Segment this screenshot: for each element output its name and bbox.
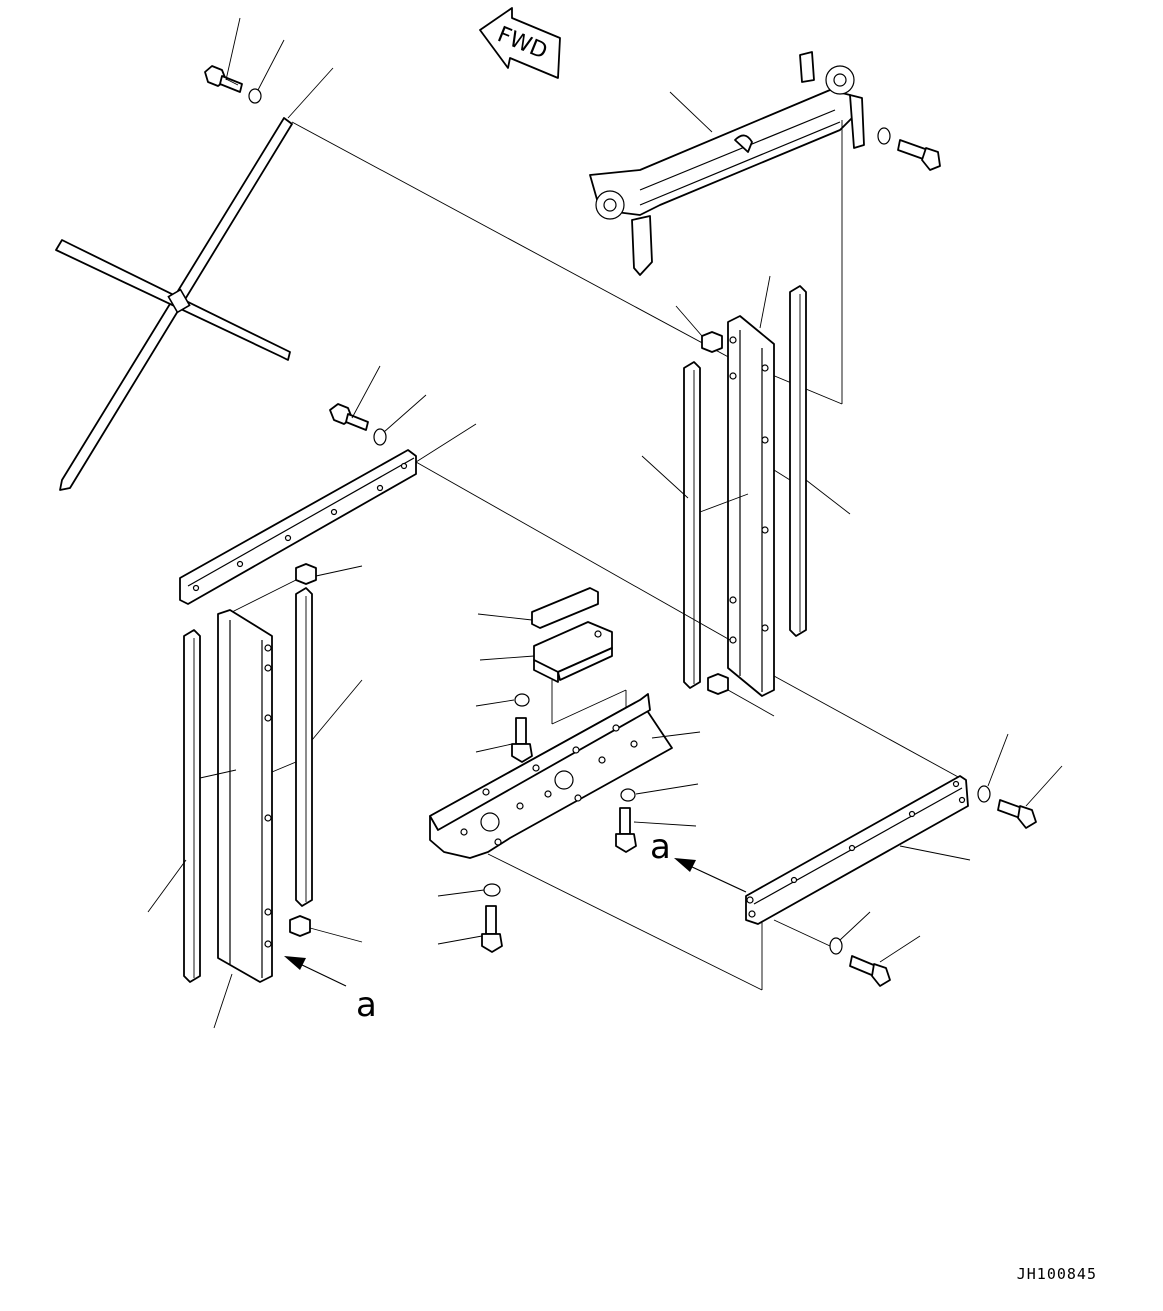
seal-strip-right-rear [789,285,807,637]
seal-strip-right-front [683,361,701,689]
bolt-top-right [897,139,941,171]
washer-center-right [620,788,636,802]
spacer-block-bottom-right [707,673,729,695]
lower-base-plate [429,693,673,859]
washer-lower [483,883,501,897]
bolt-lower [481,905,503,953]
drawing-code: JH100845 [1016,1265,1097,1283]
fwd-arrow: FWD [479,7,561,79]
lower-right-angle-rail [745,775,969,925]
bolt-center-upper [511,717,533,763]
cross-brace [55,117,293,491]
right-column-bracket [727,315,775,697]
spacer-block-top-right [701,331,723,353]
view-arrow-right [674,858,747,893]
washer-right-lower [829,937,843,955]
bolt-top-left [204,65,243,93]
bolt-right-lower [849,955,891,987]
view-arrow-left [284,956,347,987]
washer-center-upper [514,693,530,707]
washer-top-left [248,88,262,104]
view-marker-left: a [356,985,377,1025]
washer-right-upper [977,785,991,803]
fan-shaft-assembly [589,51,865,276]
view-marker-right: a [650,827,671,867]
spacer-block-top-left [295,563,317,585]
washer-top-right [877,127,891,145]
bolt-right-upper [997,799,1037,829]
mount-bracket-center [533,621,613,683]
spacer-block-bottom-left [289,915,311,937]
left-column-bracket [217,609,273,983]
bolt-middle-left [329,403,369,431]
cushion-pad [531,587,599,629]
washer-middle-left [373,428,387,446]
upper-angle-rail [179,449,417,605]
bolt-center-right [615,807,637,853]
seal-strip-left-front [183,629,201,983]
seal-strip-left-rear [295,587,313,907]
